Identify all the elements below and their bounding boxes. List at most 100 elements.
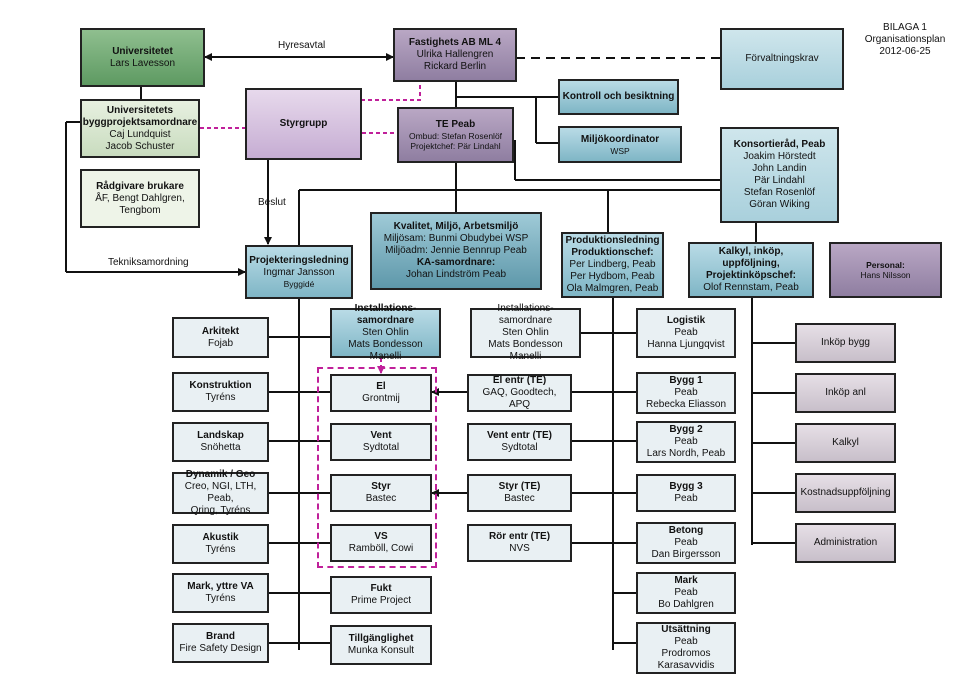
box-title: Landskap (197, 430, 244, 441)
box-line: Munka Konsult (347, 645, 415, 656)
box-el: El Grontmij (330, 374, 432, 412)
box-line: Rebecka Eliasson (645, 399, 727, 410)
box-title: Installations-samordnare (497, 303, 554, 326)
box-konstruktion: Konstruktion Tyréns (172, 372, 269, 412)
box-line: Miljösam: Bunmi Obudybei WSP (383, 233, 529, 244)
box-line: Byggidé (283, 279, 315, 289)
box-radgivare: Rådgivare brukare ÅF, Bengt Dahlgren, Te… (80, 169, 200, 228)
box-title: Kalkyl, inköp, uppföljning, Projektinköp… (705, 246, 797, 281)
box-line: Tyréns (205, 544, 236, 555)
box-styr: Styr Bastec (330, 474, 432, 512)
box-title: Universitetet (112, 45, 173, 57)
box-line: Ola Malmgren, Peab (566, 283, 659, 294)
box-line: Sten Ohlin (502, 327, 549, 338)
box-title: Rådgivare brukare (96, 180, 184, 192)
box-fastighets: Fastighets AB ML 4 Ulrika Hallengren Ric… (393, 28, 517, 82)
box-te-peab: TE Peab Ombud: Stefan Rosenlöf Projektch… (397, 107, 514, 163)
box-title: Personal: (866, 260, 905, 270)
box-produktionsledning: Produktionsledning Produktionschef: Per … (561, 232, 664, 298)
box-title: Styr (371, 481, 391, 492)
box-styr-te: Styr (TE) Bastec (467, 474, 572, 512)
box-line: Hans Nilsson (860, 270, 911, 280)
box-line: Göran Wiking (749, 199, 810, 210)
box-line: Sydtotal (362, 442, 400, 453)
box-title: Dynamik / Geo (185, 469, 256, 480)
box-title: El entr (TE) (492, 375, 547, 386)
box-line: Creo, NGI, LTH, Peab, (184, 481, 257, 504)
box-arkitekt: Arkitekt Fojab (172, 317, 269, 358)
box-line: Fire Safety Design (179, 643, 262, 654)
box-vent-entr: Vent entr (TE) Sydtotal (467, 423, 572, 461)
box-dynamik-geo: Dynamik / Geo Creo, NGI, LTH, Peab, Qrin… (172, 469, 269, 516)
box-line: Prodromos (661, 648, 711, 659)
box-title: Fukt (370, 583, 392, 594)
box-line: Bo Dahlgren (658, 599, 714, 610)
document-header: BILAGA 1 Organisationsplan 2012-06-25 (860, 22, 950, 58)
box-kontroll: Kontroll och besiktning (558, 79, 679, 115)
box-kalkyl-inkop: Kalkyl, inköp, uppföljning, Projektinköp… (688, 242, 814, 298)
box-line: Mats Bondesson Manelli (348, 339, 423, 362)
box-line: Peab (674, 436, 698, 447)
document-date: 2012-06-25 (879, 46, 931, 57)
box-title: Förvaltningskrav (745, 53, 819, 64)
box-vent: Vent Sydtotal (330, 423, 432, 461)
box-line: Tyréns (205, 593, 236, 604)
box-line: Ulrika Hallengren (416, 49, 494, 60)
box-line: Qring, Tyréns (190, 505, 251, 516)
box-line: Bastec (365, 493, 397, 504)
box-line: Peab (674, 327, 698, 338)
box-title: Kalkyl (832, 437, 859, 448)
box-line: Projektchef: Pär Lindahl (410, 141, 501, 151)
box-line: Per Hydbom, Peab (570, 271, 655, 282)
box-line: Mats Bondesson Manelli (488, 339, 563, 362)
box-title: Kostnadsuppföljning (800, 487, 891, 498)
box-konsortierad: Konsortieråd, Peab Joakim Hörstedt John … (720, 127, 839, 223)
box-line: Olof Rennstam, Peab (703, 282, 799, 293)
box-miljokoordinator: Miljökoordinator WSP (558, 126, 682, 163)
box-line: John Landin (752, 163, 807, 174)
box-line: Tyréns (205, 392, 236, 403)
box-title: Administration (813, 537, 878, 548)
box-title: TE Peab (435, 119, 476, 130)
box-title: Installations-samordnare (354, 303, 417, 326)
box-title: Bygg 3 (669, 481, 703, 492)
box-line: Tengbom (119, 204, 161, 216)
box-title: Konstruktion (189, 380, 252, 391)
attachment-label: BILAGA 1 (883, 22, 927, 33)
box-ror-entr: Rör entr (TE) NVS (467, 524, 572, 562)
box-line: NVS (509, 543, 530, 554)
box-title: Projekteringsledning (249, 255, 349, 266)
box-title: Brand (206, 631, 235, 642)
box-projekteringsledning: Projekteringsledning Ingmar Jansson Bygg… (245, 245, 353, 299)
box-title: Bygg 2 (669, 424, 703, 435)
box-line: Peab (674, 587, 698, 598)
box-title: Akustik (202, 532, 239, 543)
box-el-entr: El entr (TE) GAQ, Goodtech, APQ (467, 374, 572, 412)
box-personal: Personal: Hans Nilsson (829, 242, 942, 298)
box-tillganglighet: Tillgänglighet Munka Konsult (330, 625, 432, 665)
box-title: Bygg 1 (669, 375, 703, 386)
box-line: Caj Lundquist (109, 128, 171, 140)
box-line: Joakim Hörstedt (743, 151, 816, 162)
box-inkop-bygg: Inköp bygg (795, 323, 896, 363)
box-title: El (376, 381, 386, 392)
box-line: Peab (674, 493, 698, 504)
box-line: Ramböll, Cowi (348, 543, 414, 554)
box-title: Fastighets AB ML 4 (408, 37, 502, 48)
box-title: Miljökoordinator (580, 133, 660, 145)
box-kvalitet: Kvalitet, Miljö, Arbetsmiljö Miljösam: B… (370, 212, 542, 290)
box-mark-yttre-va: Mark, yttre VA Tyréns (172, 573, 269, 613)
box-line: Miljöadm: Jennie Bennrup Peab (385, 245, 527, 256)
box-installationssamordnare-production: Installations-samordnare Sten Ohlin Mats… (470, 303, 581, 362)
document-title: Organisationsplan (864, 34, 946, 45)
box-administration: Administration (795, 523, 896, 563)
box-landskap: Landskap Snöhetta (172, 422, 269, 462)
box-line: Johan Lindström Peab (405, 269, 507, 280)
box-line: Lars Lavesson (109, 57, 176, 69)
box-title: VS (374, 531, 388, 542)
box-kalkyl: Kalkyl (795, 423, 896, 463)
box-line: Sydtotal (501, 442, 538, 453)
box-inkop-anl: Inköp anl (795, 373, 896, 413)
box-title: Styrgrupp (279, 118, 328, 129)
box-title: Inköp anl (825, 387, 866, 398)
